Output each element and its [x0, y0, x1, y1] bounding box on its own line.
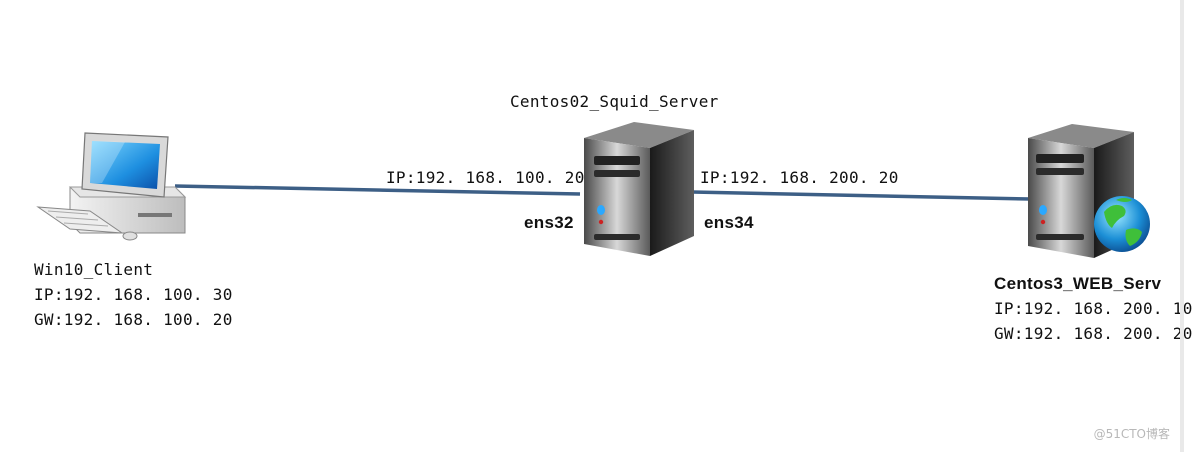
squid-left-interface: ens32: [524, 213, 574, 232]
web-server-gateway: GW:192. 168. 200. 20: [994, 324, 1193, 343]
watermark: @51CTO博客: [1093, 427, 1170, 441]
tower-server-icon: [584, 122, 694, 256]
right-edge-border: [1180, 0, 1184, 452]
client-gateway: GW:192. 168. 100. 20: [34, 310, 233, 329]
web-server-name: Centos3_WEB_Serv: [994, 274, 1162, 293]
squid-right-ip: IP:192. 168. 200. 20: [700, 168, 899, 187]
squid-right-interface: ens34: [704, 213, 754, 232]
link-client-squid: [174, 184, 581, 196]
client-name: Win10_Client: [34, 260, 154, 279]
client-ip: IP:192. 168. 100. 30: [34, 285, 233, 304]
link-squid-web: [691, 190, 1031, 201]
desktop-computer-icon: [36, 132, 187, 241]
web-server-globe-icon: [1028, 124, 1150, 258]
web-server-ip: IP:192. 168. 200. 10: [994, 299, 1193, 318]
squid-server-name: Centos02_Squid_Server: [510, 92, 719, 111]
squid-left-ip: IP:192. 168. 100. 20: [386, 168, 585, 187]
